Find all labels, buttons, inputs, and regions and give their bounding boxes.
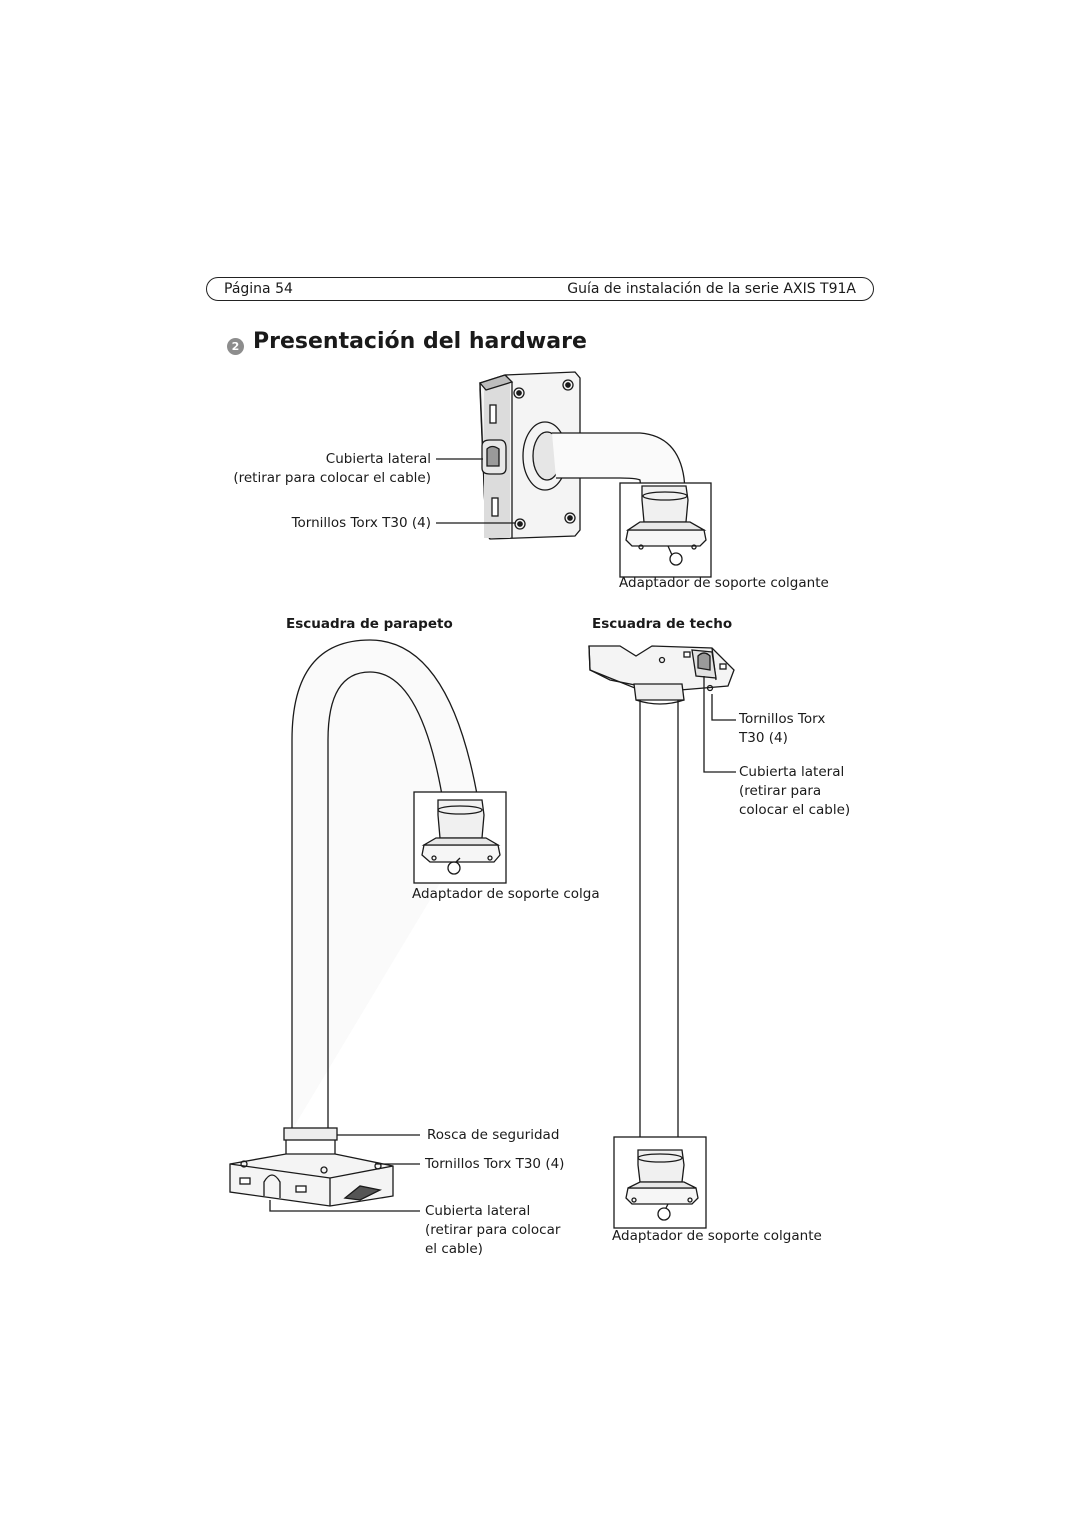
page-number: Página 54 <box>224 281 293 297</box>
label-ceiling-adapter: Adaptador de soporte colgante <box>612 1228 822 1244</box>
heading-ceiling-bracket: Escuadra de techo <box>592 616 733 632</box>
page-header-frame <box>206 277 874 301</box>
label-ceiling-side-cover-note-1: (retirar para <box>739 783 822 799</box>
parapet-bracket-illustration <box>229 639 507 1207</box>
label-parapet-side-cover-note-2: el cable) <box>425 1241 483 1257</box>
heading-parapet-bracket: Escuadra de parapeto <box>286 616 453 632</box>
label-parapet-safety-thread: Rosca de seguridad <box>427 1127 560 1143</box>
label-parapet-screws: Tornillos Torx T30 (4) <box>425 1156 565 1172</box>
label-parapet-side-cover: Cubierta lateral <box>425 1203 531 1219</box>
label-wall-side-cover: Cubierta lateral <box>325 451 431 467</box>
label-wall-side-cover-note: (retirar para colocar el cable) <box>233 470 431 486</box>
label-parapet-adapter: Adaptador de soporte colga <box>412 886 600 902</box>
label-parapet-side-cover-note-1: (retirar para colocar <box>425 1222 561 1238</box>
document-title: Guía de instalación de la serie AXIS T91… <box>567 281 856 297</box>
label-ceiling-screws-size: T30 (4) <box>739 730 788 746</box>
wall-bracket-illustration <box>478 371 712 578</box>
label-ceiling-side-cover: Cubierta lateral <box>739 764 845 780</box>
section-title: Presentación del hardware <box>253 329 587 354</box>
section-number-badge: 2 <box>227 338 244 355</box>
ceiling-bracket-illustration <box>588 645 735 1229</box>
label-wall-adapter: Adaptador de soporte colgante <box>619 575 829 591</box>
label-ceiling-screws: Tornillos Torx <box>739 711 826 727</box>
label-ceiling-side-cover-note-2: colocar el cable) <box>739 802 851 818</box>
label-wall-screws: Tornillos Torx T30 (4) <box>291 515 431 531</box>
